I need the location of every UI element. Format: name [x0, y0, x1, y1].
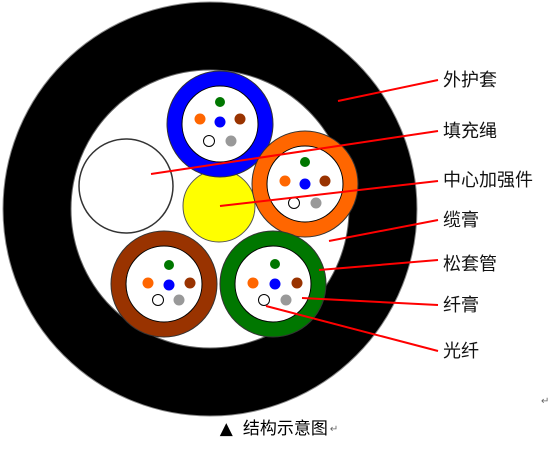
fiber-orange	[279, 175, 291, 187]
leader-lines	[150, 79, 439, 352]
fiber-white	[288, 197, 300, 209]
label-optical-fiber: 光纤	[443, 341, 479, 362]
fiber-brown	[291, 277, 303, 289]
triangle-marker-icon: ▲	[219, 419, 233, 439]
loose-tube-blue	[166, 70, 274, 178]
fiber-blue	[269, 278, 281, 290]
label-cable-filling-gel: 缆膏	[443, 209, 479, 231]
loose-tube-orange	[251, 130, 359, 238]
fiber-gray	[225, 135, 237, 147]
fiber-blue	[214, 116, 226, 128]
fiber-gray	[310, 197, 322, 209]
leader-optical-fiber	[265, 305, 439, 352]
leader-cable-gel	[328, 219, 439, 242]
filler-rope	[78, 138, 174, 234]
label-loose-tube: 松套管	[443, 254, 497, 275]
central-strength-member	[182, 169, 256, 243]
fiber-orange	[194, 113, 206, 125]
fiber-white	[203, 135, 215, 147]
loose-tube-green	[219, 230, 327, 338]
fiber-brown	[234, 113, 246, 125]
fiber-green	[164, 260, 174, 270]
fiber-green	[270, 259, 280, 269]
fiber-gray	[280, 294, 292, 306]
leader-filler-rope	[150, 130, 439, 175]
fiber-green	[215, 97, 225, 107]
label-central-strength-member: 中心加强件	[443, 170, 533, 191]
fiber-gray	[173, 294, 185, 306]
fiber-white	[258, 294, 270, 306]
fiber-blue	[299, 178, 311, 190]
fiber-brown	[184, 277, 196, 289]
label-filler-rope: 填充绳	[443, 121, 497, 142]
leader-outer-sheath	[337, 79, 439, 102]
label-fiber-gel: 纤膏	[443, 294, 479, 316]
fiber-orange	[247, 277, 259, 289]
fiber-green	[300, 157, 310, 167]
leader-central-strength-member	[219, 180, 439, 207]
loose-tube-brown	[110, 230, 218, 338]
paragraph-mark: ↵	[541, 396, 549, 407]
leader-fiber-gel	[301, 297, 439, 306]
fiber-white	[152, 294, 164, 306]
fiber-blue	[163, 279, 175, 291]
label-outer-sheath: 外护套	[443, 70, 497, 91]
return-mark: ↵	[329, 423, 339, 435]
fiber-orange	[142, 277, 154, 289]
leader-loose-tube	[318, 259, 439, 271]
fiber-brown	[319, 175, 331, 187]
caption-text: 结构示意图	[242, 419, 328, 439]
figure-caption: ▲ 结构示意图↵	[0, 414, 558, 439]
